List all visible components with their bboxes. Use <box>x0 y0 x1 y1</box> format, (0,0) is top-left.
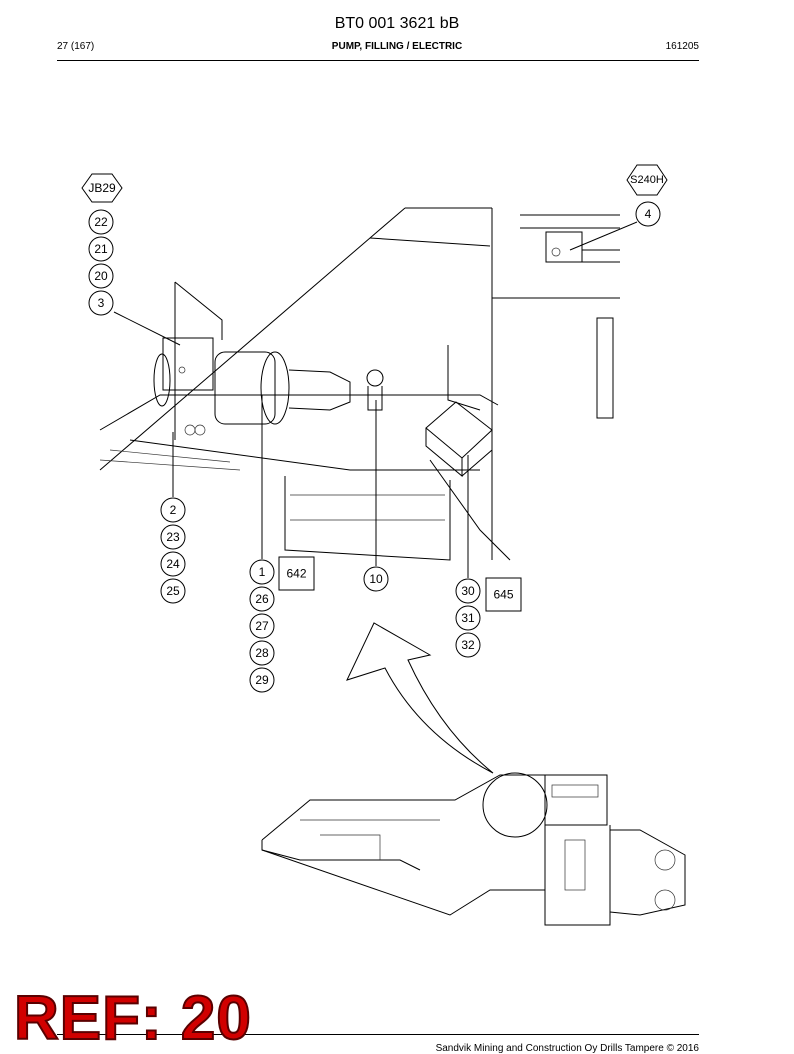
leader-lines <box>113 221 638 578</box>
ref-stamp: REF: 20 <box>13 984 252 1053</box>
svg-text:4: 4 <box>645 207 652 221</box>
callout-21: 21 <box>88 236 114 262</box>
svg-text:32: 32 <box>461 638 475 652</box>
callout-22: 22 <box>88 209 114 235</box>
callout-31: 31 <box>455 605 481 631</box>
svg-text:21: 21 <box>94 242 108 256</box>
callout-24: 24 <box>160 551 186 577</box>
callout-1: 1 <box>249 559 275 585</box>
svg-text:31: 31 <box>461 611 475 625</box>
callout-25: 25 <box>160 578 186 604</box>
frame-body-drawing <box>99 207 620 561</box>
footer-rule <box>57 1034 699 1035</box>
document-id: BT0 001 3621 bB <box>334 15 460 32</box>
svg-text:22: 22 <box>94 215 108 229</box>
junction-box-drawing <box>425 401 511 561</box>
callout-4: 4 <box>635 201 661 227</box>
callout-30: 30 <box>455 578 481 604</box>
section-title: PUMP, FILLING / ELECTRIC <box>331 41 463 52</box>
svg-text:25: 25 <box>166 584 180 598</box>
page-number: 27 (167) <box>57 41 95 52</box>
svg-text:23: 23 <box>166 530 180 544</box>
callout-10: 10 <box>363 566 389 592</box>
svg-text:642: 642 <box>286 567 306 581</box>
svg-text:30: 30 <box>461 584 475 598</box>
footer-copyright: Sandvik Mining and Construction Oy Drill… <box>435 1043 699 1054</box>
tag-jb-label: JB29 <box>88 181 116 195</box>
callout-26: 26 <box>249 586 275 612</box>
callout-27: 27 <box>249 613 275 639</box>
date-code: 161205 <box>665 41 699 52</box>
tag-s-label: S240H <box>630 174 664 186</box>
svg-text:28: 28 <box>255 646 269 660</box>
svg-text:2: 2 <box>170 503 177 517</box>
callout-23: 23 <box>160 524 186 550</box>
svg-text:20: 20 <box>94 269 108 283</box>
tag-s: S240H <box>626 164 668 196</box>
callout-2: 2 <box>160 497 186 523</box>
svg-text:29: 29 <box>255 673 269 687</box>
pump-motor-drawing <box>153 281 384 440</box>
svg-text:27: 27 <box>255 619 269 633</box>
svg-text:24: 24 <box>166 557 180 571</box>
overview-machine-drawing <box>261 772 686 926</box>
svg-text:3: 3 <box>98 296 105 310</box>
callout-29: 29 <box>249 667 275 693</box>
callout-28: 28 <box>249 640 275 666</box>
valve-block-drawing <box>520 214 620 263</box>
tag-jb: JB29 <box>81 173 123 203</box>
svg-text:26: 26 <box>255 592 269 606</box>
callout-32: 32 <box>455 632 481 658</box>
box-642: 642 <box>278 556 315 591</box>
callout-3: 3 <box>88 290 114 316</box>
svg-text:1: 1 <box>259 565 266 579</box>
detail-arrow <box>346 622 494 774</box>
svg-text:10: 10 <box>369 572 383 586</box>
svg-text:645: 645 <box>493 588 513 602</box>
header-rule <box>57 60 699 61</box>
box-645: 645 <box>485 577 522 612</box>
callout-20: 20 <box>88 263 114 289</box>
